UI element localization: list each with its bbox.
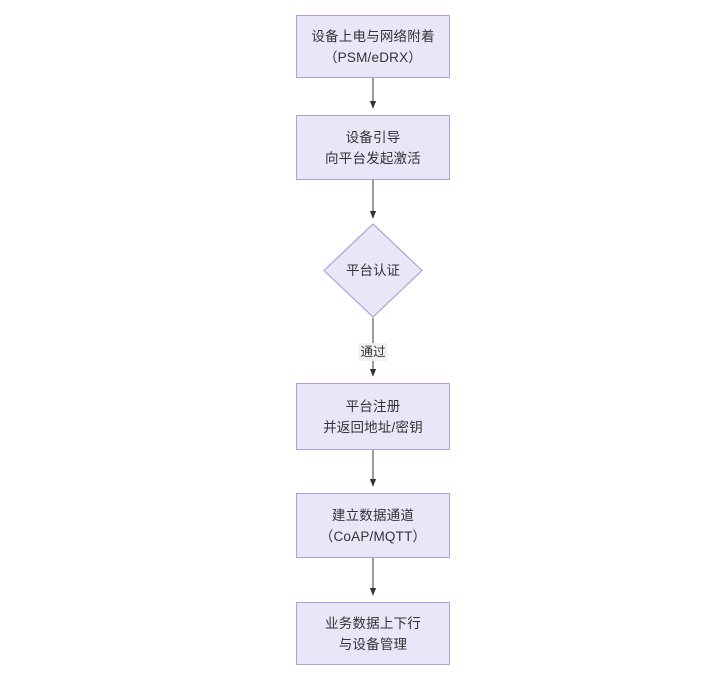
flow-node-label-line: 平台认证 [346, 262, 400, 278]
flow-node-label-line: 建立数据通道 [331, 507, 415, 523]
flow-node-platform-auth-decision[interactable]: 平台认证 [323, 223, 423, 318]
flow-node-label-line: 并返回地址/密钥 [323, 419, 423, 435]
flow-node-platform-register[interactable]: 平台注册 并返回地址/密钥 [296, 383, 450, 450]
flow-node-label: 平台认证 [323, 223, 423, 318]
flow-node-device-bootstrap[interactable]: 设备引导 向平台发起激活 [296, 115, 450, 180]
flow-node-label-line: （CoAP/MQTT） [319, 528, 427, 544]
diamond-shape [323, 223, 423, 318]
edge-label-pass: 通过 [358, 343, 388, 361]
flow-node-label-line: 与设备管理 [338, 636, 408, 652]
edge-label-text: 通过 [360, 345, 386, 359]
flow-node-label-line: 设备上电与网络附着 [311, 28, 435, 44]
flow-node-label-line: 业务数据上下行 [325, 615, 421, 631]
flow-node-data-channel[interactable]: 建立数据通道 （CoAP/MQTT） [296, 493, 450, 558]
flow-node-label-line: （PSM/eDRX） [323, 49, 423, 65]
flow-node-label-line: 向平台发起激活 [325, 150, 421, 166]
flow-node-label-line: 设备引导 [345, 129, 401, 145]
flow-node-label-line: 平台注册 [345, 398, 401, 414]
flow-node-device-power-on[interactable]: 设备上电与网络附着 （PSM/eDRX） [296, 15, 450, 78]
flow-node-business-data[interactable]: 业务数据上下行 与设备管理 [296, 602, 450, 665]
